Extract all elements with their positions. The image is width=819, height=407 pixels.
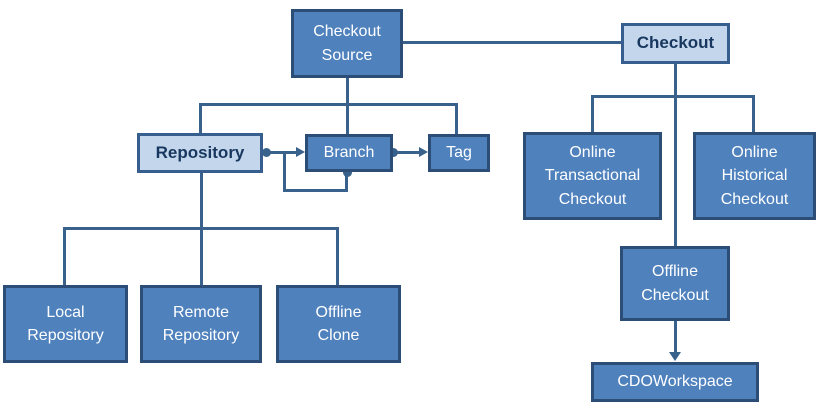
node-branch-label: Branch xyxy=(323,144,375,162)
edge-tree-drop-tag xyxy=(455,103,458,134)
node-tag-label: Tag xyxy=(446,144,472,162)
node-online-historical-checkout: Online Historical Checkout xyxy=(693,132,816,220)
node-local-repository-label: Local Repository xyxy=(27,303,104,344)
node-repository: Repository xyxy=(137,133,263,173)
edge-branch-tag xyxy=(393,151,421,154)
node-offline-clone: Offline Clone xyxy=(276,285,401,363)
arrowhead-down-cdoworkspace xyxy=(669,352,681,361)
edge-offlinecheckout-cdoworkspace xyxy=(674,321,677,353)
node-checkout-source-label: Checkout Source xyxy=(313,23,381,64)
edge-tree-bar-checkout xyxy=(591,95,755,98)
edge-repository-down xyxy=(200,172,203,229)
node-branch: Branch xyxy=(305,134,393,172)
edge-tree-drop-remote xyxy=(200,227,203,285)
edge-repository-branch xyxy=(266,151,297,154)
edge-tree-drop-transactional xyxy=(591,95,594,132)
edge-checkoutsource-checkout xyxy=(402,41,621,44)
node-cdoworkspace: CDOWorkspace xyxy=(591,362,759,402)
edge-tree-bar-top xyxy=(199,103,458,106)
node-checkout: Checkout xyxy=(621,23,730,64)
edge-checkout-offlinecheckout xyxy=(674,63,677,246)
node-online-transactional-checkout: Online Transactional Checkout xyxy=(523,132,662,220)
node-offline-clone-label: Offline Clone xyxy=(315,303,362,344)
edge-branch-loop-bottom xyxy=(283,189,348,192)
node-online-transactional-checkout-label: Online Transactional Checkout xyxy=(544,144,641,208)
node-tag: Tag xyxy=(428,134,490,172)
node-remote-repository: Remote Repository xyxy=(140,285,262,363)
aggregation-dot-branch-bottom xyxy=(343,168,352,177)
edge-branch-loop-right xyxy=(345,172,348,192)
node-checkout-source: Checkout Source xyxy=(291,9,403,78)
arrowhead-right-branch xyxy=(296,147,305,157)
edge-tree-drop-historical xyxy=(752,95,755,132)
arrowhead-right-tag xyxy=(419,147,428,157)
node-repository-label: Repository xyxy=(155,142,245,162)
node-online-historical-checkout-label: Online Historical Checkout xyxy=(720,144,789,208)
edge-tree-drop-repository xyxy=(199,103,202,133)
node-local-repository: Local Repository xyxy=(3,285,128,363)
node-checkout-label: Checkout xyxy=(636,33,715,53)
node-cdoworkspace-label: CDOWorkspace xyxy=(617,373,733,391)
edge-branch-loop-left xyxy=(283,152,286,192)
node-offline-checkout: Offline Checkout xyxy=(620,246,730,321)
edge-tree-drop-local xyxy=(63,227,66,285)
aggregation-dot-repository xyxy=(262,148,271,157)
node-remote-repository-label: Remote Repository xyxy=(162,303,240,344)
edge-tree-drop-offlineclone xyxy=(336,227,339,285)
aggregation-dot-branch-right xyxy=(389,148,398,157)
node-offline-checkout-label: Offline Checkout xyxy=(641,263,709,304)
